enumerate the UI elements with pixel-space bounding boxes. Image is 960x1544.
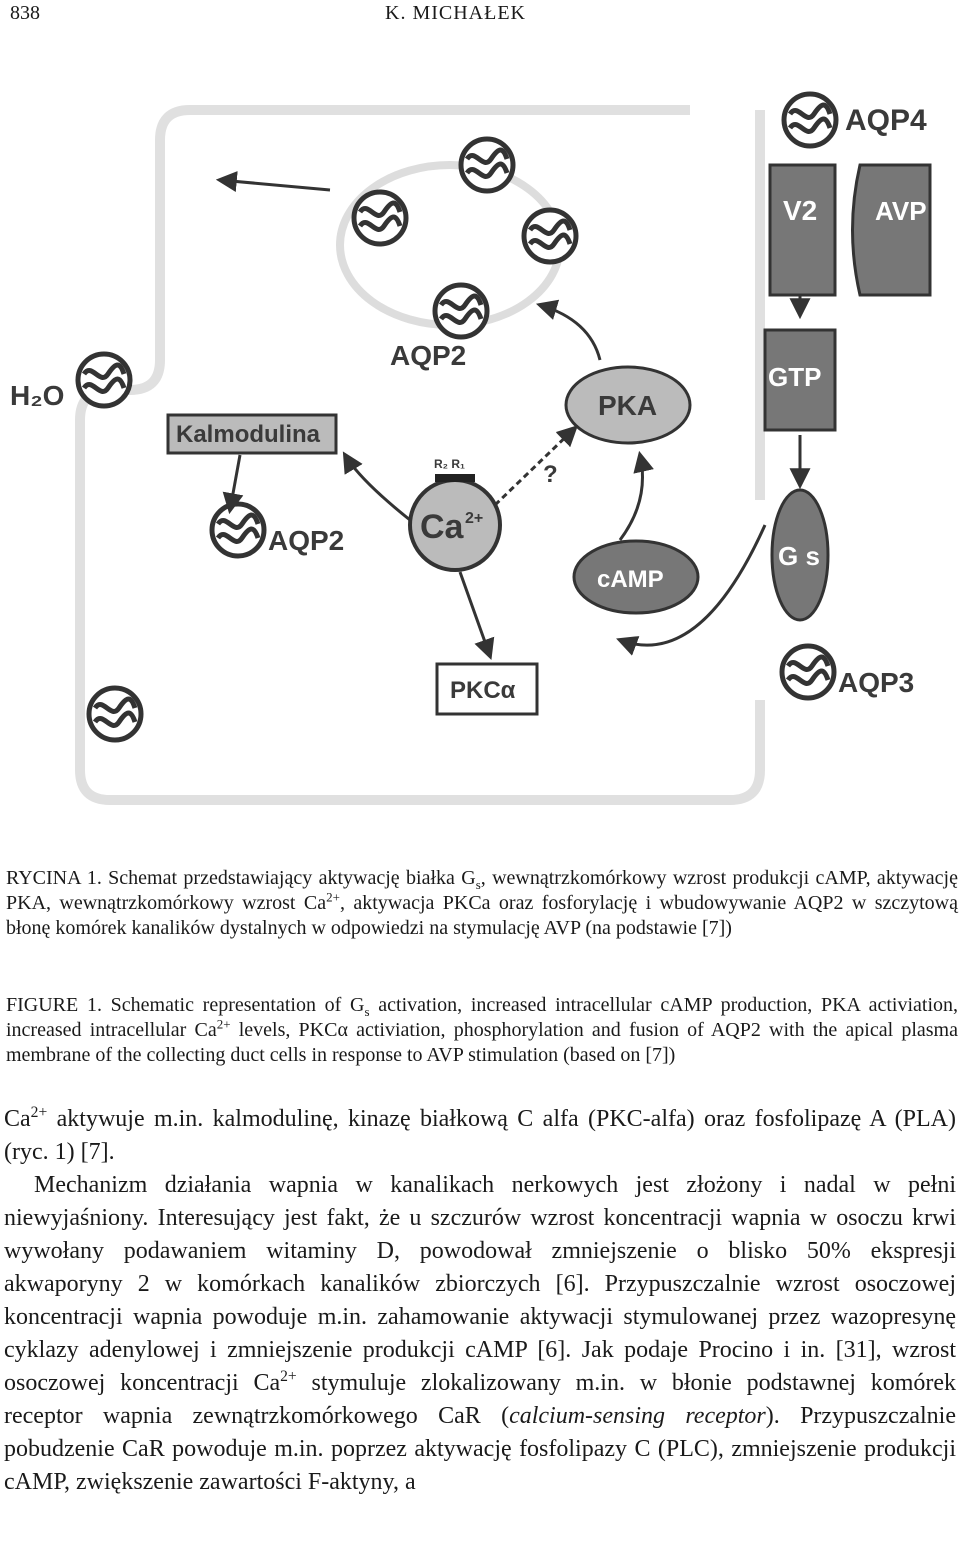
svg-text:PKA: PKA <box>598 390 657 421</box>
paragraph-1: Ca2+ aktywuje m.in. kalmodulinę, kinazę … <box>4 1104 956 1165</box>
avp-hormone: AVP <box>851 163 932 297</box>
pka-node: PKA <box>564 365 692 445</box>
question-mark: ? <box>543 461 558 488</box>
aqp4-channel: AQP4 <box>784 94 927 146</box>
svg-text:V2: V2 <box>783 195 817 226</box>
figure-caption-english: FIGURE 1. Schematic representation of Gs… <box>6 994 958 1066</box>
svg-text:Ca: Ca <box>420 508 465 546</box>
h2o-label: H₂O <box>10 380 64 411</box>
kalmodulina-box: Kalmodulina <box>166 413 338 455</box>
aqp3-channel: AQP3 <box>782 646 914 698</box>
camp-node: cAMP <box>572 539 700 615</box>
running-head: K. MICHAŁEK <box>385 2 526 24</box>
aqp2-cytoplasmic: AQP2 <box>212 504 344 556</box>
svg-text:GTP: GTP <box>768 362 821 392</box>
pkca-box: PKCα <box>435 662 539 716</box>
gs-protein: G s <box>770 488 830 622</box>
page-header: 838 K. MICHAŁEK <box>0 0 960 30</box>
svg-text:Kalmodulina: Kalmodulina <box>176 421 321 448</box>
svg-text:AQP2: AQP2 <box>268 525 344 556</box>
svg-text:AQP4: AQP4 <box>845 104 927 137</box>
aqp2-upper-label: AQP2 <box>390 340 466 371</box>
svg-text:R₂ R₁: R₂ R₁ <box>434 457 465 471</box>
figure-caption-polish: RYCINA 1. Schemat przedstawiający aktywa… <box>6 867 958 939</box>
v2-receptor: V2 <box>768 163 837 297</box>
cell-membrane <box>75 105 765 805</box>
paragraph-2: Mechanizm działania wapnia w kanalikach … <box>4 1172 957 1495</box>
body-text: Ca2+ aktywuje m.in. kalmodulinę, kinazę … <box>4 1103 956 1499</box>
svg-text:AQP3: AQP3 <box>838 667 914 698</box>
aqp2-apical-channel <box>78 354 130 406</box>
figure-diagram: AQP4 V2 AVP GTP G s AQP3 PKA cAMP R₂ R₁ … <box>10 60 932 805</box>
svg-text:PKCα: PKCα <box>450 677 516 704</box>
gtp-box: GTP <box>763 328 837 432</box>
svg-text:G s: G s <box>778 541 820 571</box>
calcium-node: R₂ R₁ Ca 2+ <box>408 457 502 572</box>
aqp2-vesicle-lower <box>89 688 141 740</box>
svg-text:cAMP: cAMP <box>597 566 664 593</box>
svg-text:2+: 2+ <box>465 510 483 527</box>
page-number: 838 <box>10 2 40 24</box>
svg-text:AVP: AVP <box>875 196 927 226</box>
